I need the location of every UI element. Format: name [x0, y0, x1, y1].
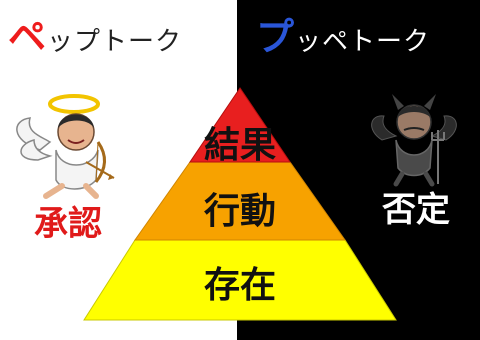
approval-label: 承認 [34, 204, 102, 244]
pep-talk-title-rest: ップトーク [47, 27, 183, 57]
pep-talk-title-first-char: ペ [8, 15, 48, 59]
angel-icon [16, 94, 115, 199]
devil-icon [371, 94, 457, 187]
pyramid-top-label: 結果 [203, 125, 276, 166]
pep-talk-title: ペップトーク [8, 6, 182, 61]
pyramid-middle-label: 行動 [203, 191, 276, 232]
pup-talk-title-first-char: プ [256, 15, 296, 59]
pup-talk-title-rest: ッペトーク [295, 27, 431, 57]
denial-label: 否定 [382, 190, 450, 230]
pyramid-bottom-label: 存在 [203, 265, 276, 306]
pup-talk-title: プッペトーク [256, 6, 430, 61]
pyramid-top-layer [189, 87, 291, 163]
